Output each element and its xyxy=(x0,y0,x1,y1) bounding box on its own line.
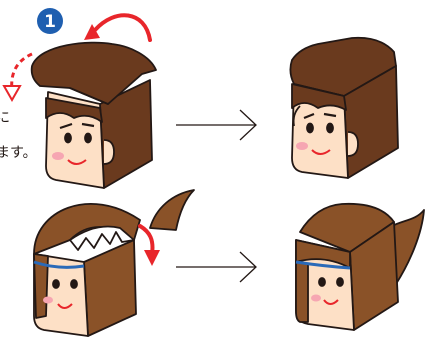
step-number-badge: 1 xyxy=(37,8,63,34)
right-arrow-icon xyxy=(176,110,256,140)
boy-head-folding-icon xyxy=(32,43,156,188)
girl-head-complete-icon xyxy=(296,204,424,330)
girl-head-folding-icon xyxy=(34,190,194,336)
right-arrow-icon xyxy=(176,252,256,282)
curved-arrow-icon xyxy=(140,226,160,266)
curved-arrow-icon xyxy=(84,15,150,40)
step-number: 1 xyxy=(44,12,56,32)
dashed-arrow-icon xyxy=(4,54,32,100)
boy-head-complete-icon xyxy=(290,38,398,178)
